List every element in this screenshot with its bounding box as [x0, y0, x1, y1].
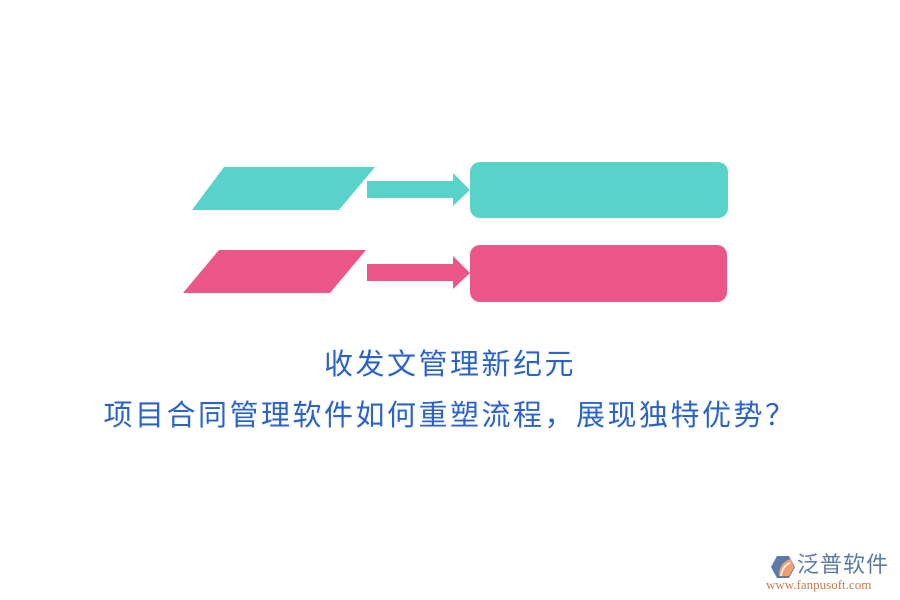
teal-parallelogram [192, 167, 375, 210]
pink-right-arrow-icon [367, 256, 470, 289]
brand-name: 泛普软件 [797, 553, 890, 578]
pink-rounded-box [470, 245, 727, 302]
title-line-1: 收发文管理新纪元 [323, 347, 576, 381]
fanpu-hexagon-logo-icon [771, 556, 795, 578]
brand-logo: 泛普软件 www.fanpusoft.com [766, 552, 896, 594]
teal-right-arrow-icon [367, 173, 470, 206]
brand-url: www.fanpusoft.com [766, 577, 872, 592]
teal-rounded-box [470, 162, 728, 218]
pink-parallelogram [183, 250, 366, 293]
title-line-2: 项目合同管理软件如何重塑流程，展现独特优势？ [103, 398, 797, 432]
